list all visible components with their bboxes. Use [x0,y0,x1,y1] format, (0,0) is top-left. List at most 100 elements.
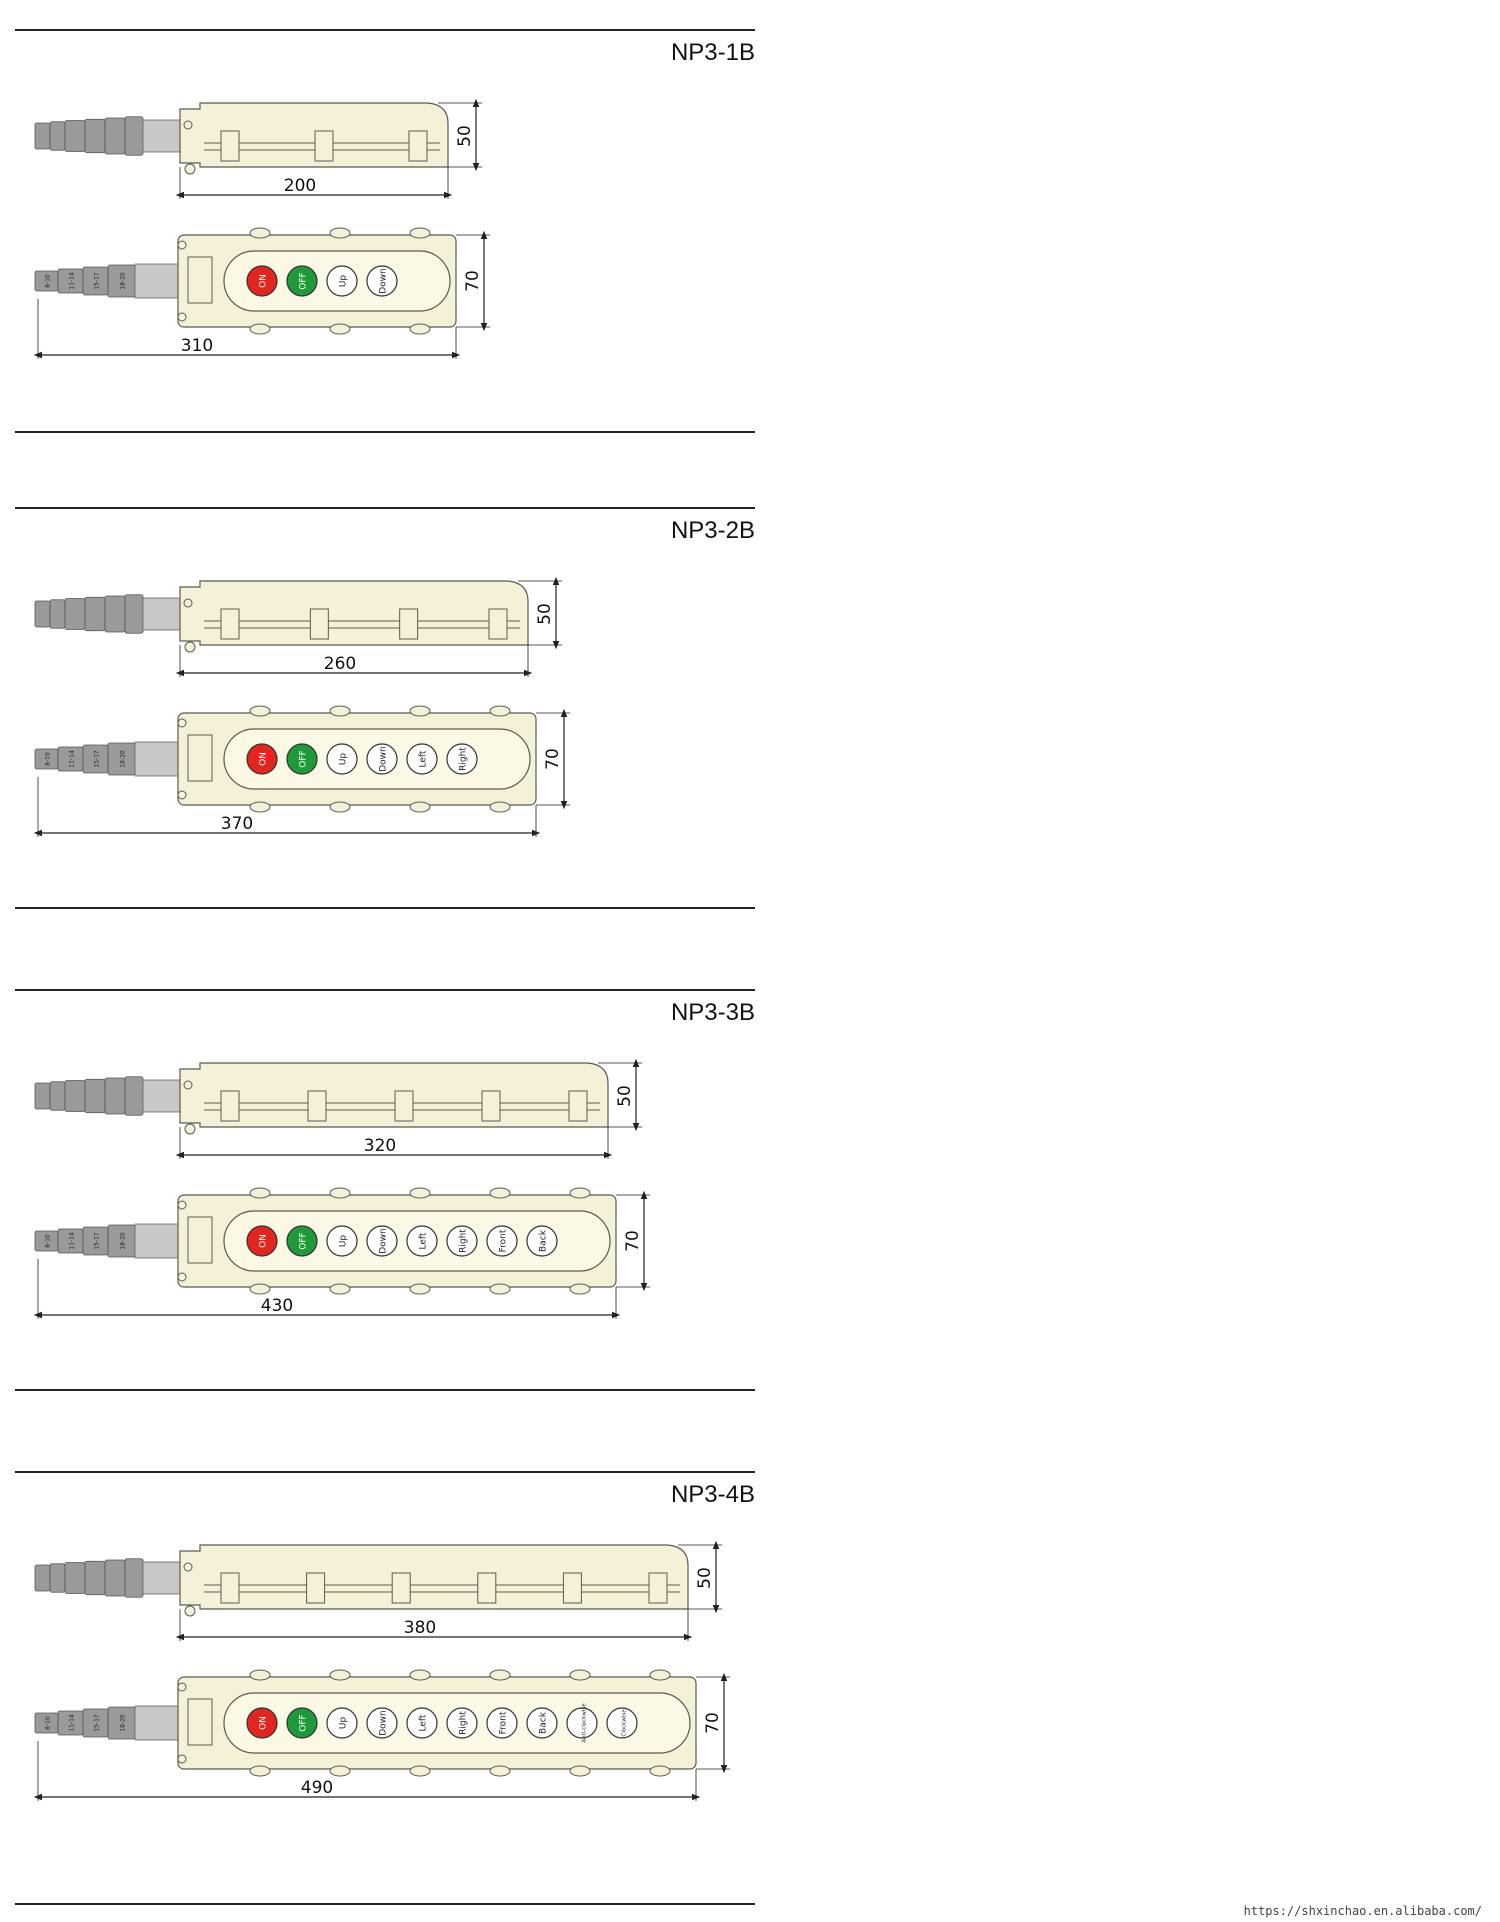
housing-lug [249,1187,271,1199]
button-up [326,743,358,775]
button-label: ON [259,752,269,766]
cable-grip-label: 15-17 [94,1232,101,1250]
side-length-label: 380 [404,1618,436,1638]
screw-head [177,1272,187,1282]
model-title: NP3-4B [671,1481,755,1508]
strain-relief-segment [84,1078,106,1114]
hanging-eye [184,1123,196,1135]
hanging-eye [184,641,196,653]
housing-lug [329,705,351,717]
button-down [366,743,398,775]
side-body [179,102,449,168]
housing-lug [409,1283,431,1295]
housing-lug [249,1283,271,1295]
side-length-label: 260 [324,654,356,674]
model-title: NP3-3B [671,999,755,1026]
button-label: Right [459,1229,469,1253]
button-front [486,1225,518,1257]
cable-sleeve [134,1705,186,1741]
cable-grip-label: 11-14 [69,750,76,768]
side-view [179,1544,689,1617]
cable-grip-label: 11-14 [69,1232,76,1250]
button-anti-clockwise [566,1707,598,1739]
label-window [187,734,213,782]
button-label: Front [499,1711,509,1734]
housing-lug [489,1765,511,1777]
screw-head [177,1682,187,1692]
button-label: ON [259,1716,269,1730]
button-label: Down [379,1228,389,1254]
side-height-label: 50 [615,1085,635,1107]
button-label: OFF [299,1714,309,1731]
side-clip [488,608,508,640]
screw-head [177,312,187,322]
housing-lug [249,1765,271,1777]
side-body [179,1062,609,1128]
side-clip [307,1090,327,1122]
button-label: Back [539,1229,549,1252]
button-front [486,1707,518,1739]
strain-relief-segment [49,599,66,629]
button-label: Clockwise [622,1709,628,1737]
strain-relief-segment [34,1564,51,1592]
cable-grip-label: 11-14 [69,272,76,290]
housing-lug [329,1283,351,1295]
strain-relief-segment [34,122,51,150]
housing-lug [569,1669,591,1681]
side-view [179,580,529,653]
front-height-label: 70 [463,270,483,292]
housing-lug [409,705,431,717]
strain-relief-segment [104,1077,126,1115]
button-up [326,1225,358,1257]
watermark-url: https://shxinchao.en.alibaba.com/ [1243,1904,1482,1918]
housing-lug [329,1187,351,1199]
screw-head [177,718,187,728]
strain-relief-segment [104,117,126,155]
button-down [366,265,398,297]
housing-lug [569,1187,591,1199]
hanging-eye [184,1605,196,1617]
cable-grip-label: 8-10 [45,274,52,288]
button-label: Down [379,746,389,772]
side-clip [391,1572,411,1604]
label-window [187,1216,213,1264]
button-up [326,265,358,297]
strain-relief-segment [64,120,86,152]
button-label: Up [339,753,349,766]
front-height-label: 70 [543,748,563,770]
housing-lug [569,1283,591,1295]
button-label: Up [339,275,349,288]
cable-grip-label: 8-10 [45,752,52,766]
button-on [246,743,278,775]
cable-grip-label: 15-17 [94,750,101,768]
strain-relief-segment [84,1560,106,1596]
strain-relief-segment [124,1558,144,1598]
screw-head [183,120,193,130]
cable-grip-label: 18-20 [120,272,127,290]
button-back [526,1707,558,1739]
button-label: Up [339,1717,349,1730]
model-title: NP3-1B [671,39,755,66]
housing-lug [409,1765,431,1777]
side-height-label: 50 [455,125,475,147]
strain-relief-segment [49,1563,66,1593]
strain-relief-segment [64,1562,86,1594]
strain-relief-segment [34,1082,51,1110]
button-down [366,1707,398,1739]
button-label: OFF [299,1232,309,1249]
front-height-label: 70 [623,1230,643,1252]
screw-head [183,1562,193,1572]
housing-lug [249,323,271,335]
side-body [179,1544,689,1610]
button-on [246,1707,278,1739]
side-view [179,102,449,175]
button-label: Anti-clockwise [582,1703,588,1743]
button-label: Right [459,1711,469,1735]
housing-lug [649,1765,671,1777]
